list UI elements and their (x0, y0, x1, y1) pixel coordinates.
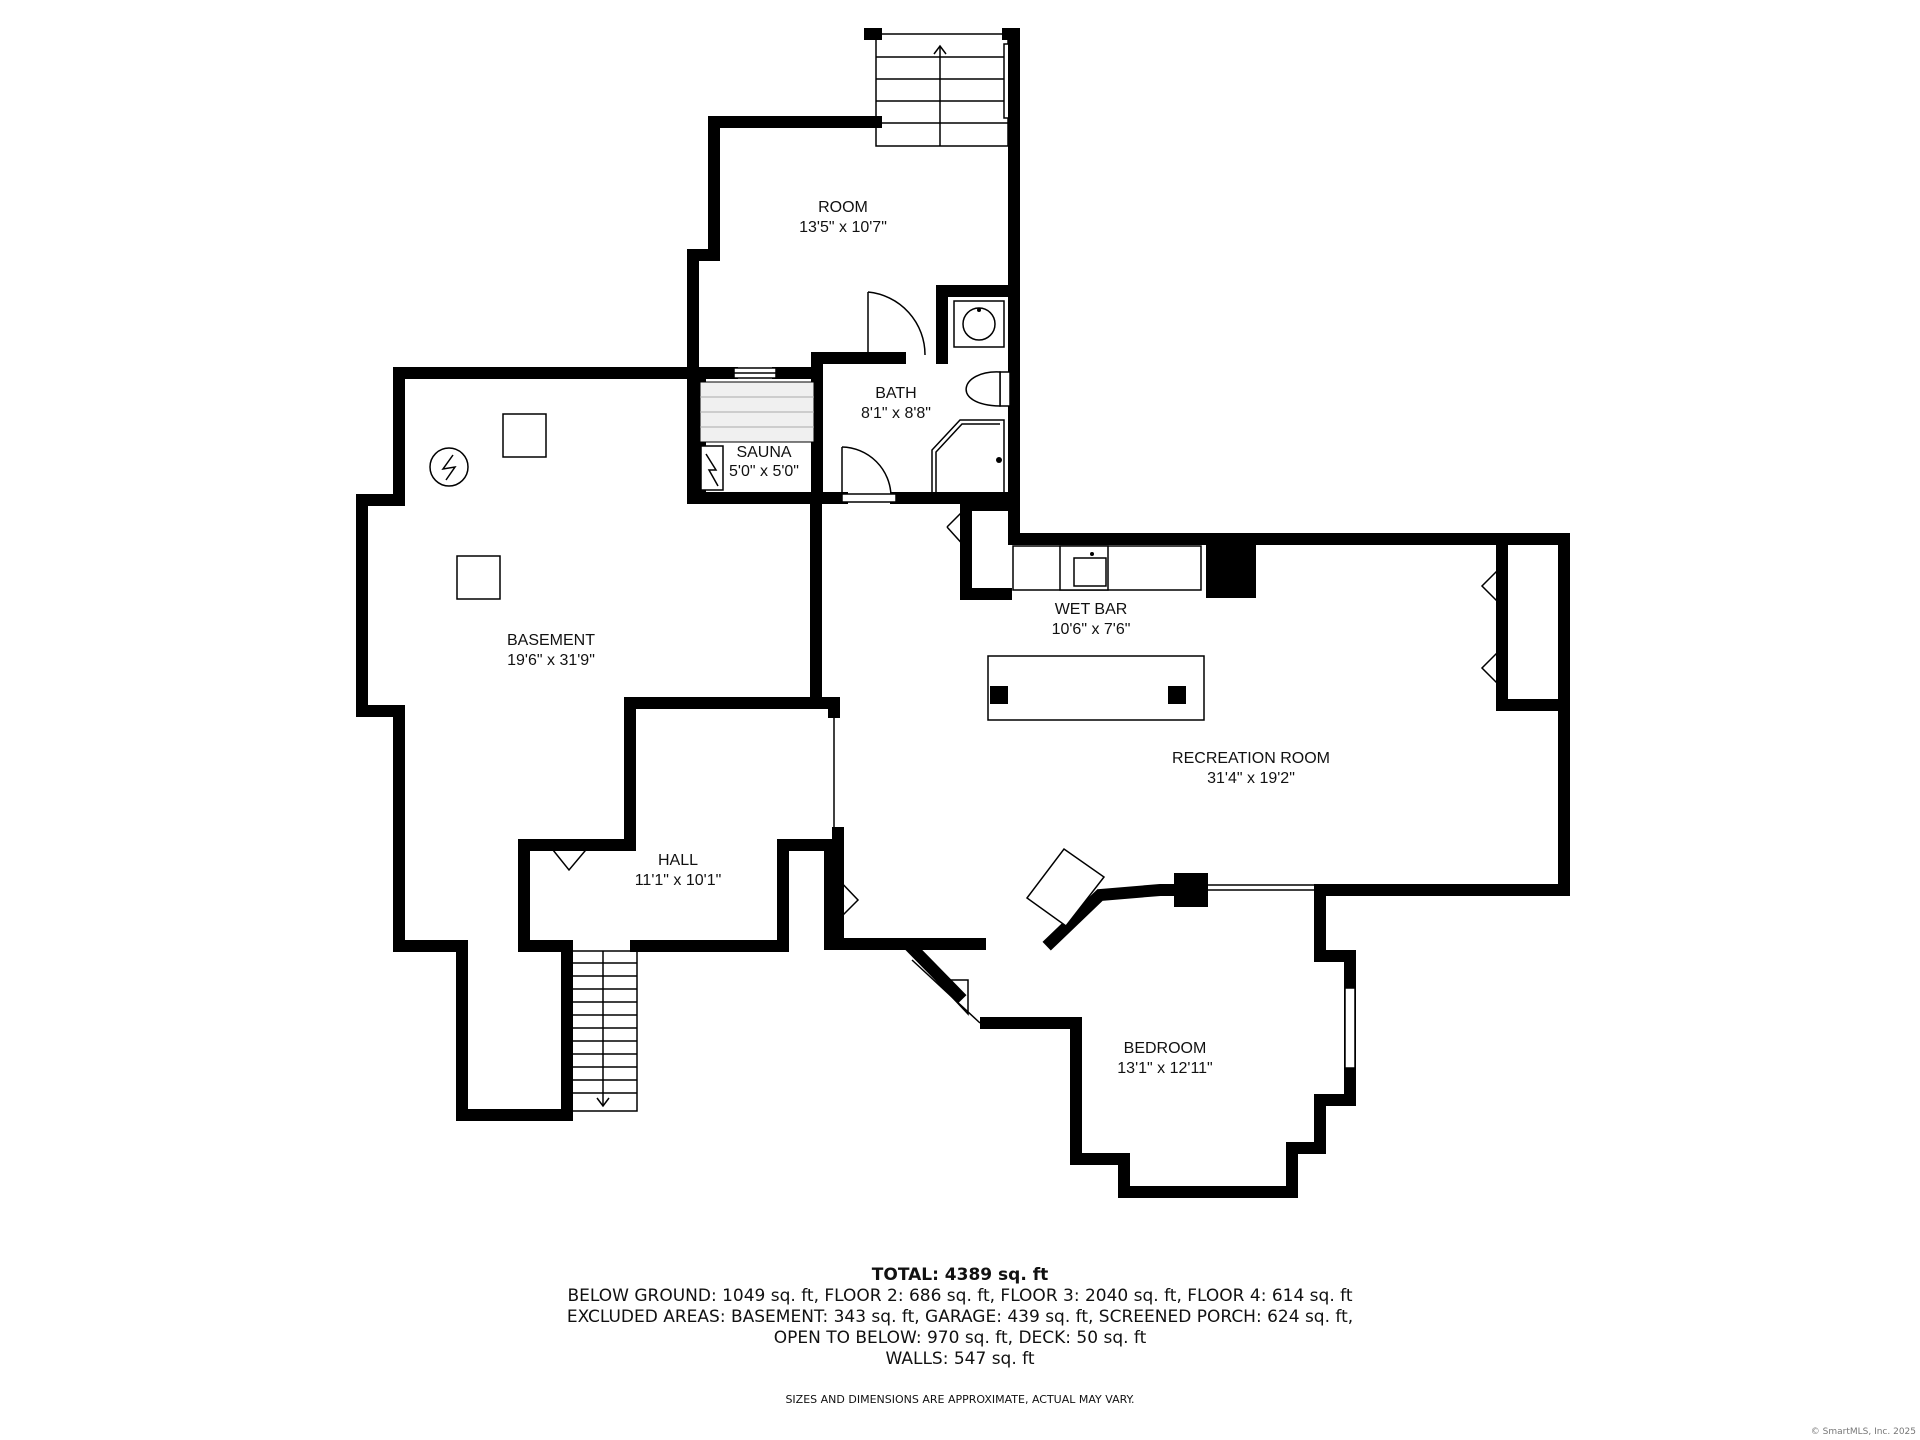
svg-text:WET BAR: WET BAR (1055, 601, 1128, 618)
recreation-walls (893, 499, 1570, 1198)
svg-text:BASEMENT: BASEMENT (507, 632, 595, 649)
pool-table-icon (987, 655, 1205, 721)
stairs-icon (568, 950, 638, 1112)
bedroom-door-icon (1025, 847, 1106, 928)
svg-text:RECREATION ROOM: RECREATION ROOM (1172, 750, 1330, 767)
svg-text:13'1" x 12'11": 13'1" x 12'11" (1117, 1060, 1212, 1077)
svg-text:31'4" x 19'2": 31'4" x 19'2" (1207, 770, 1295, 787)
total-area: TOTAL: 4389 sq. ft (871, 1265, 1049, 1285)
sink-icon (953, 300, 1005, 348)
svg-text:5'0" x 5'0": 5'0" x 5'0" (729, 463, 799, 480)
door-swing-icon (867, 291, 926, 356)
svg-text:HALL: HALL (658, 852, 698, 869)
svg-text:8'1" x 8'8": 8'1" x 8'8" (861, 405, 931, 422)
column-icon (1174, 873, 1208, 907)
room-label-bath: BATH 8'1" x 8'8" (861, 385, 931, 422)
svg-text:SAUNA: SAUNA (736, 444, 791, 461)
door-swing-icon (841, 493, 897, 503)
room-label-bedroom: BEDROOM 13'1" x 12'11" (1117, 1040, 1212, 1077)
svg-text:BATH: BATH (875, 385, 916, 402)
bar-counter-icon (1012, 545, 1202, 591)
door-swing-icon (841, 446, 892, 497)
room-label-sauna: SAUNA 5'0" x 5'0" (729, 444, 799, 480)
svg-text:11'1" x 10'1": 11'1" x 10'1" (635, 872, 722, 889)
excluded-areas: EXCLUDED AREAS: BASEMENT: 343 sq. ft, GA… (566, 1307, 1354, 1327)
room-label-recreation: RECREATION ROOM 31'4" x 19'2" (1172, 750, 1330, 787)
shower-icon (931, 419, 1005, 498)
basement-walls (356, 367, 986, 1121)
chimney-icon (1206, 539, 1256, 598)
svg-text:10'6" x 7'6": 10'6" x 7'6" (1052, 621, 1131, 638)
window-icon (1344, 987, 1356, 1069)
disclaimer: SIZES AND DIMENSIONS ARE APPROXIMATE, AC… (785, 1393, 1135, 1406)
window-icon (733, 367, 777, 379)
svg-text:ROOM: ROOM (818, 199, 868, 216)
excluded-areas-continued: OPEN TO BELOW: 970 sq. ft, DECK: 50 sq. … (773, 1328, 1147, 1348)
toilet-icon (965, 371, 1011, 407)
svg-text:BEDROOM: BEDROOM (1124, 1040, 1207, 1057)
window-icon (1208, 884, 1320, 891)
room-label-basement: BASEMENT 19'6" x 31'9" (507, 632, 595, 669)
door-swing-icon (946, 506, 1503, 705)
room-label-wet-bar: WET BAR 10'6" x 7'6" (1052, 601, 1131, 638)
door-swing-icon (911, 959, 981, 1024)
sauna-walls (687, 367, 823, 504)
walls-area: WALLS: 547 sq. ft (885, 1349, 1035, 1369)
room-walls (687, 28, 1020, 511)
room-label-room: ROOM 13'5" x 10'7" (799, 199, 887, 236)
floor-areas: BELOW GROUND: 1049 sq. ft, FLOOR 2: 686 … (567, 1286, 1353, 1306)
equipment-box (502, 413, 547, 458)
copyright: © SmartMLS, Inc. 2025 (1810, 1427, 1916, 1437)
electrical-panel-icon (429, 447, 469, 487)
stairs-icon (875, 33, 1009, 147)
sauna-bench-icon (699, 381, 815, 491)
equipment-box (456, 555, 501, 600)
svg-text:19'6" x 31'9": 19'6" x 31'9" (507, 652, 595, 669)
door-swing-icon (835, 876, 860, 923)
room-label-hall: HALL 11'1" x 10'1" (635, 852, 722, 889)
door-swing-icon (548, 844, 591, 872)
svg-text:13'5" x 10'7": 13'5" x 10'7" (799, 219, 887, 236)
area-summary: TOTAL: 4389 sq. ft BELOW GROUND: 1049 sq… (0, 1265, 1920, 1370)
